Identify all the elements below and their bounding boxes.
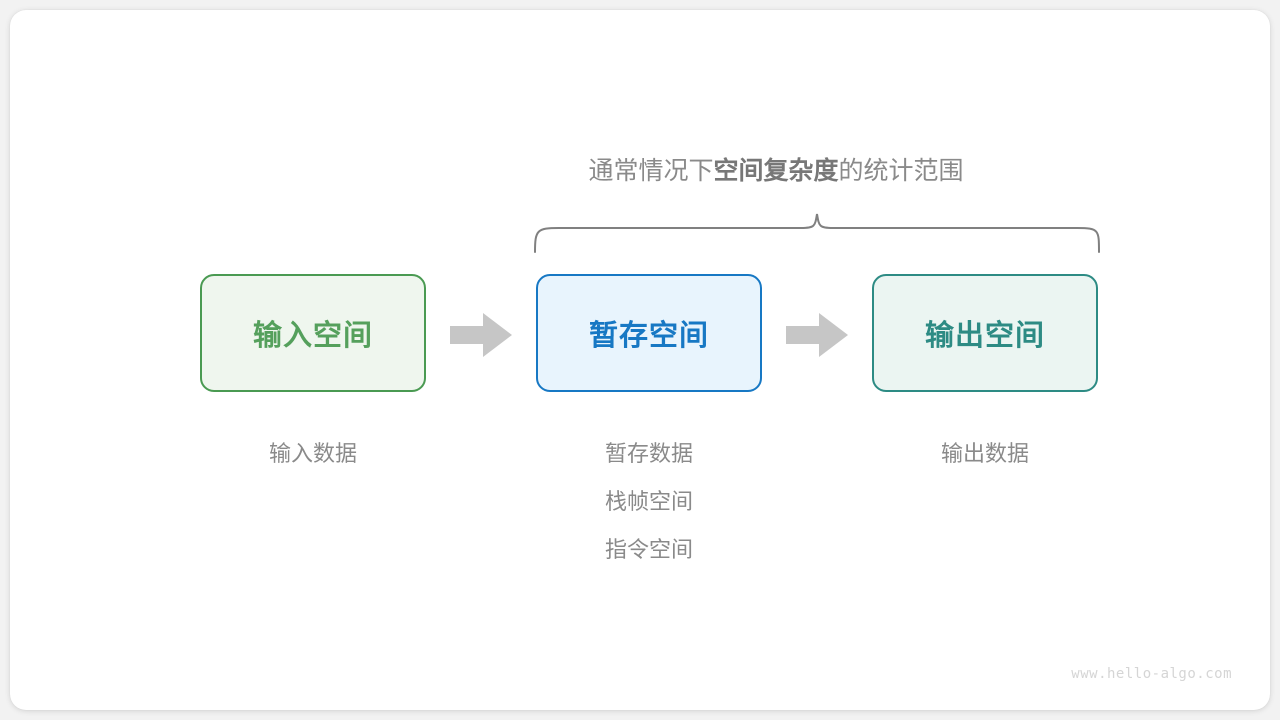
caption-line: 栈帧空间 xyxy=(604,489,693,514)
caption-line: 输出数据 xyxy=(940,441,1029,466)
caption-line: 暂存数据 xyxy=(604,441,693,466)
scope-label: 通常情况下空间复杂度的统计范围 xyxy=(10,154,1280,188)
caption-line: 输入数据 xyxy=(268,441,357,466)
diagram-card: 通常情况下空间复杂度的统计范围 输入空间 暂存空间 输出空间 输入数据 暂存 xyxy=(10,10,1270,710)
scope-label-suffix: 的统计范围 xyxy=(838,157,964,185)
arrow-right-icon-1 xyxy=(450,313,512,357)
arrow-right-icon-2 xyxy=(786,313,848,357)
scope-label-prefix: 通常情况下 xyxy=(588,157,714,185)
caption-temp-space: 暂存数据 栈帧空间 指令空间 xyxy=(536,430,762,574)
box-temp-space[interactable]: 暂存空间 xyxy=(536,274,762,392)
caption-output-space: 输出数据 xyxy=(872,430,1098,478)
box-output-space[interactable]: 输出空间 xyxy=(872,274,1098,392)
caption-input-space: 输入数据 xyxy=(200,430,426,478)
box-input-space-label: 输入空间 xyxy=(252,320,373,352)
box-output-space-label: 输出空间 xyxy=(924,320,1045,352)
box-input-space[interactable]: 输入空间 xyxy=(200,274,426,392)
caption-line: 指令空间 xyxy=(604,537,693,562)
curly-brace-icon xyxy=(534,213,1100,253)
watermark: www.hello-algo.com xyxy=(1071,666,1232,682)
box-temp-space-label: 暂存空间 xyxy=(588,320,709,352)
scope-label-emphasis: 空间复杂度 xyxy=(713,157,839,185)
